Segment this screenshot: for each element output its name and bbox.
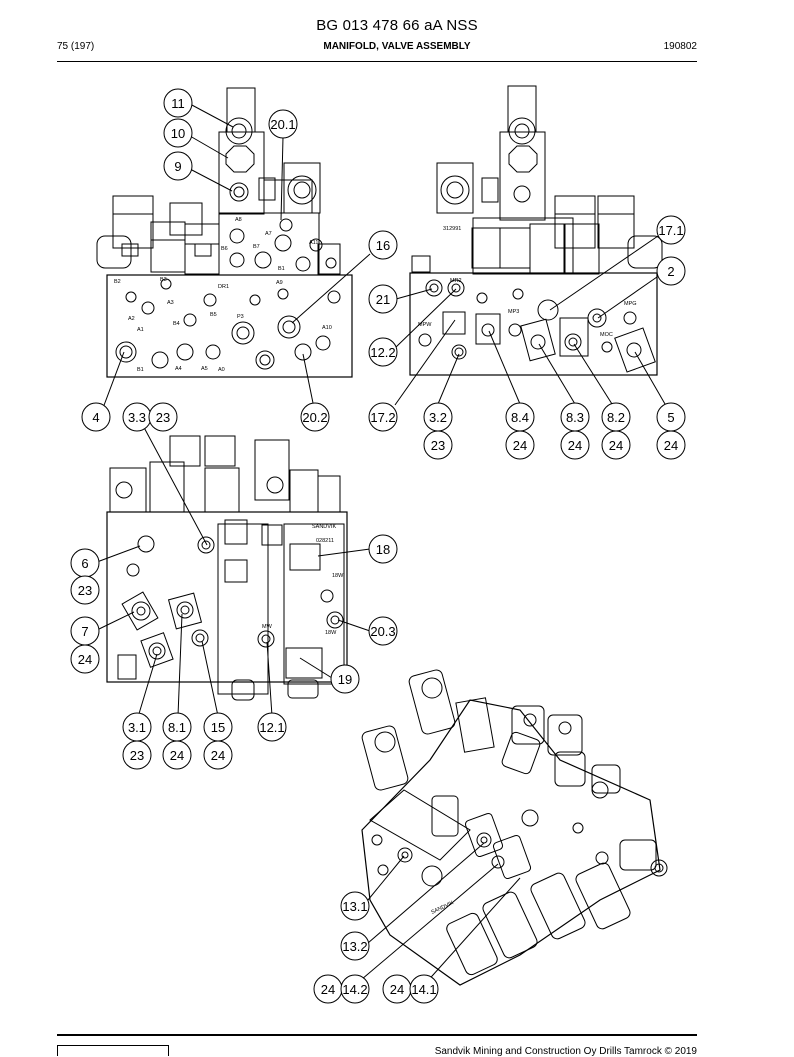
brand-logo: [57, 1045, 169, 1056]
port-label: A5: [201, 366, 208, 372]
port-label: A4: [175, 366, 182, 372]
document-title: BG 013 478 66 aA NSS: [316, 17, 478, 34]
port-label: A9: [276, 280, 283, 286]
callout-label: 24: [609, 438, 623, 453]
port-label: B1: [137, 367, 144, 373]
footer-rule: [57, 1034, 697, 1036]
port-label: A7: [265, 231, 272, 237]
callout-label: 3.3: [128, 410, 146, 425]
callout-label: 24: [321, 982, 335, 997]
callout-label: 12.1: [259, 720, 284, 735]
callout-label: 17.2: [370, 410, 395, 425]
callout-label: 3.2: [429, 410, 447, 425]
port-label: A0: [218, 367, 225, 373]
port-label: B4: [173, 321, 180, 327]
port-label: MPW: [418, 322, 432, 328]
callout-label: 8.1: [168, 720, 186, 735]
callout-label: 11: [171, 96, 185, 111]
callout-label: 20.2: [302, 410, 327, 425]
callout-label: 23: [156, 410, 170, 425]
port-label: A8: [235, 217, 242, 223]
port-label: P3: [237, 314, 244, 320]
port-label: 028211: [316, 538, 334, 544]
callouts-top-right: 17.1 2 21 12.2 17.2 3.2 23 8.4 24 8.3 24…: [368, 215, 686, 460]
port-label: 18W: [325, 630, 337, 636]
page-number: 75 (197): [57, 41, 95, 52]
document-date: 190802: [663, 41, 697, 52]
port-label: 18W: [332, 573, 344, 579]
manifold-view-top-right: 312991 MR2 MPW MP3 MPG MOC: [394, 85, 666, 406]
port-label: DR1: [218, 284, 229, 290]
callout-label: 24: [170, 748, 184, 763]
callouts-middle-left: 6 23 7 24 18 20.3 19 3.1 23 8.1 24 15 24…: [70, 534, 398, 770]
callouts-top-left: 11 10 9 20.1 16 4 3.3 23 20.2: [81, 88, 398, 432]
port-label: SANDVIK: [430, 900, 455, 916]
callout-label: 2: [667, 264, 674, 279]
callout-label: 5: [667, 410, 674, 425]
port-label: A2: [128, 316, 135, 322]
callout-label: 13.1: [342, 899, 367, 914]
footer-copyright: Sandvik Mining and Construction Oy Drill…: [434, 1046, 697, 1057]
port-label: MP3: [508, 309, 519, 315]
callout-label: 16: [376, 238, 390, 253]
callout-label: 8.2: [607, 410, 625, 425]
callout-label: 21: [376, 292, 390, 307]
callout-label: 8.3: [566, 410, 584, 425]
port-label: MOC: [600, 332, 613, 338]
callout-label: 24: [78, 652, 92, 667]
callouts-isometric: 13.1 13.2 24 14.2 24 14.1: [313, 891, 439, 1004]
callout-label: 6: [81, 556, 88, 571]
manifold-view-middle-left: SANDVIK 028211 18W 18W MW: [96, 435, 371, 718]
port-label: MR2: [450, 278, 462, 284]
port-label: MW: [262, 624, 273, 630]
manifold-view-isometric: SANDVIK: [354, 669, 668, 986]
callout-label: 20.3: [370, 624, 395, 639]
callout-label: 7: [81, 624, 88, 639]
port-label: 312991: [443, 226, 461, 232]
callout-label: 17.1: [658, 223, 683, 238]
port-label: B3: [160, 277, 167, 283]
port-label: A1: [137, 327, 144, 333]
manifold-view-top-left: A8 A7 B6 B7 A11 B1 B2 B3 A3 DR1 A9 A2 A1…: [96, 87, 371, 546]
callout-label: 14.1: [411, 982, 436, 997]
callout-label: 24: [390, 982, 404, 997]
callout-label: 4: [92, 410, 99, 425]
callout-label: 9: [174, 159, 181, 174]
callout-label: 24: [664, 438, 678, 453]
port-label: B1: [278, 266, 285, 272]
port-label: B2: [114, 279, 121, 285]
port-label: B6: [221, 246, 228, 252]
callout-label: 24: [513, 438, 527, 453]
port-label: A3: [167, 300, 174, 306]
port-label: MPG: [624, 301, 637, 307]
callout-label: 3.1: [128, 720, 146, 735]
callout-label: 14.2: [342, 982, 367, 997]
callout-label: 15: [211, 720, 225, 735]
callout-label: 24: [568, 438, 582, 453]
callout-label: 12.2: [370, 345, 395, 360]
port-label: A10: [322, 325, 332, 331]
port-label: A11: [309, 240, 318, 246]
callout-label: 20.1: [270, 117, 295, 132]
callout-label: 19: [338, 672, 352, 687]
callout-label: 10: [171, 126, 185, 141]
callout-label: 23: [130, 748, 144, 763]
callout-label: 8.4: [511, 410, 529, 425]
callout-label: 23: [431, 438, 445, 453]
port-label: SANDVIK: [312, 524, 336, 530]
callout-label: 13.2: [342, 939, 367, 954]
callout-label: 24: [211, 748, 225, 763]
port-label: B5: [210, 312, 217, 318]
callout-label: 18: [376, 542, 390, 557]
callout-label: 23: [78, 583, 92, 598]
header-rule: [57, 61, 697, 62]
port-label: B7: [253, 244, 260, 250]
section-title: MANIFOLD, VALVE ASSEMBLY: [323, 41, 471, 52]
